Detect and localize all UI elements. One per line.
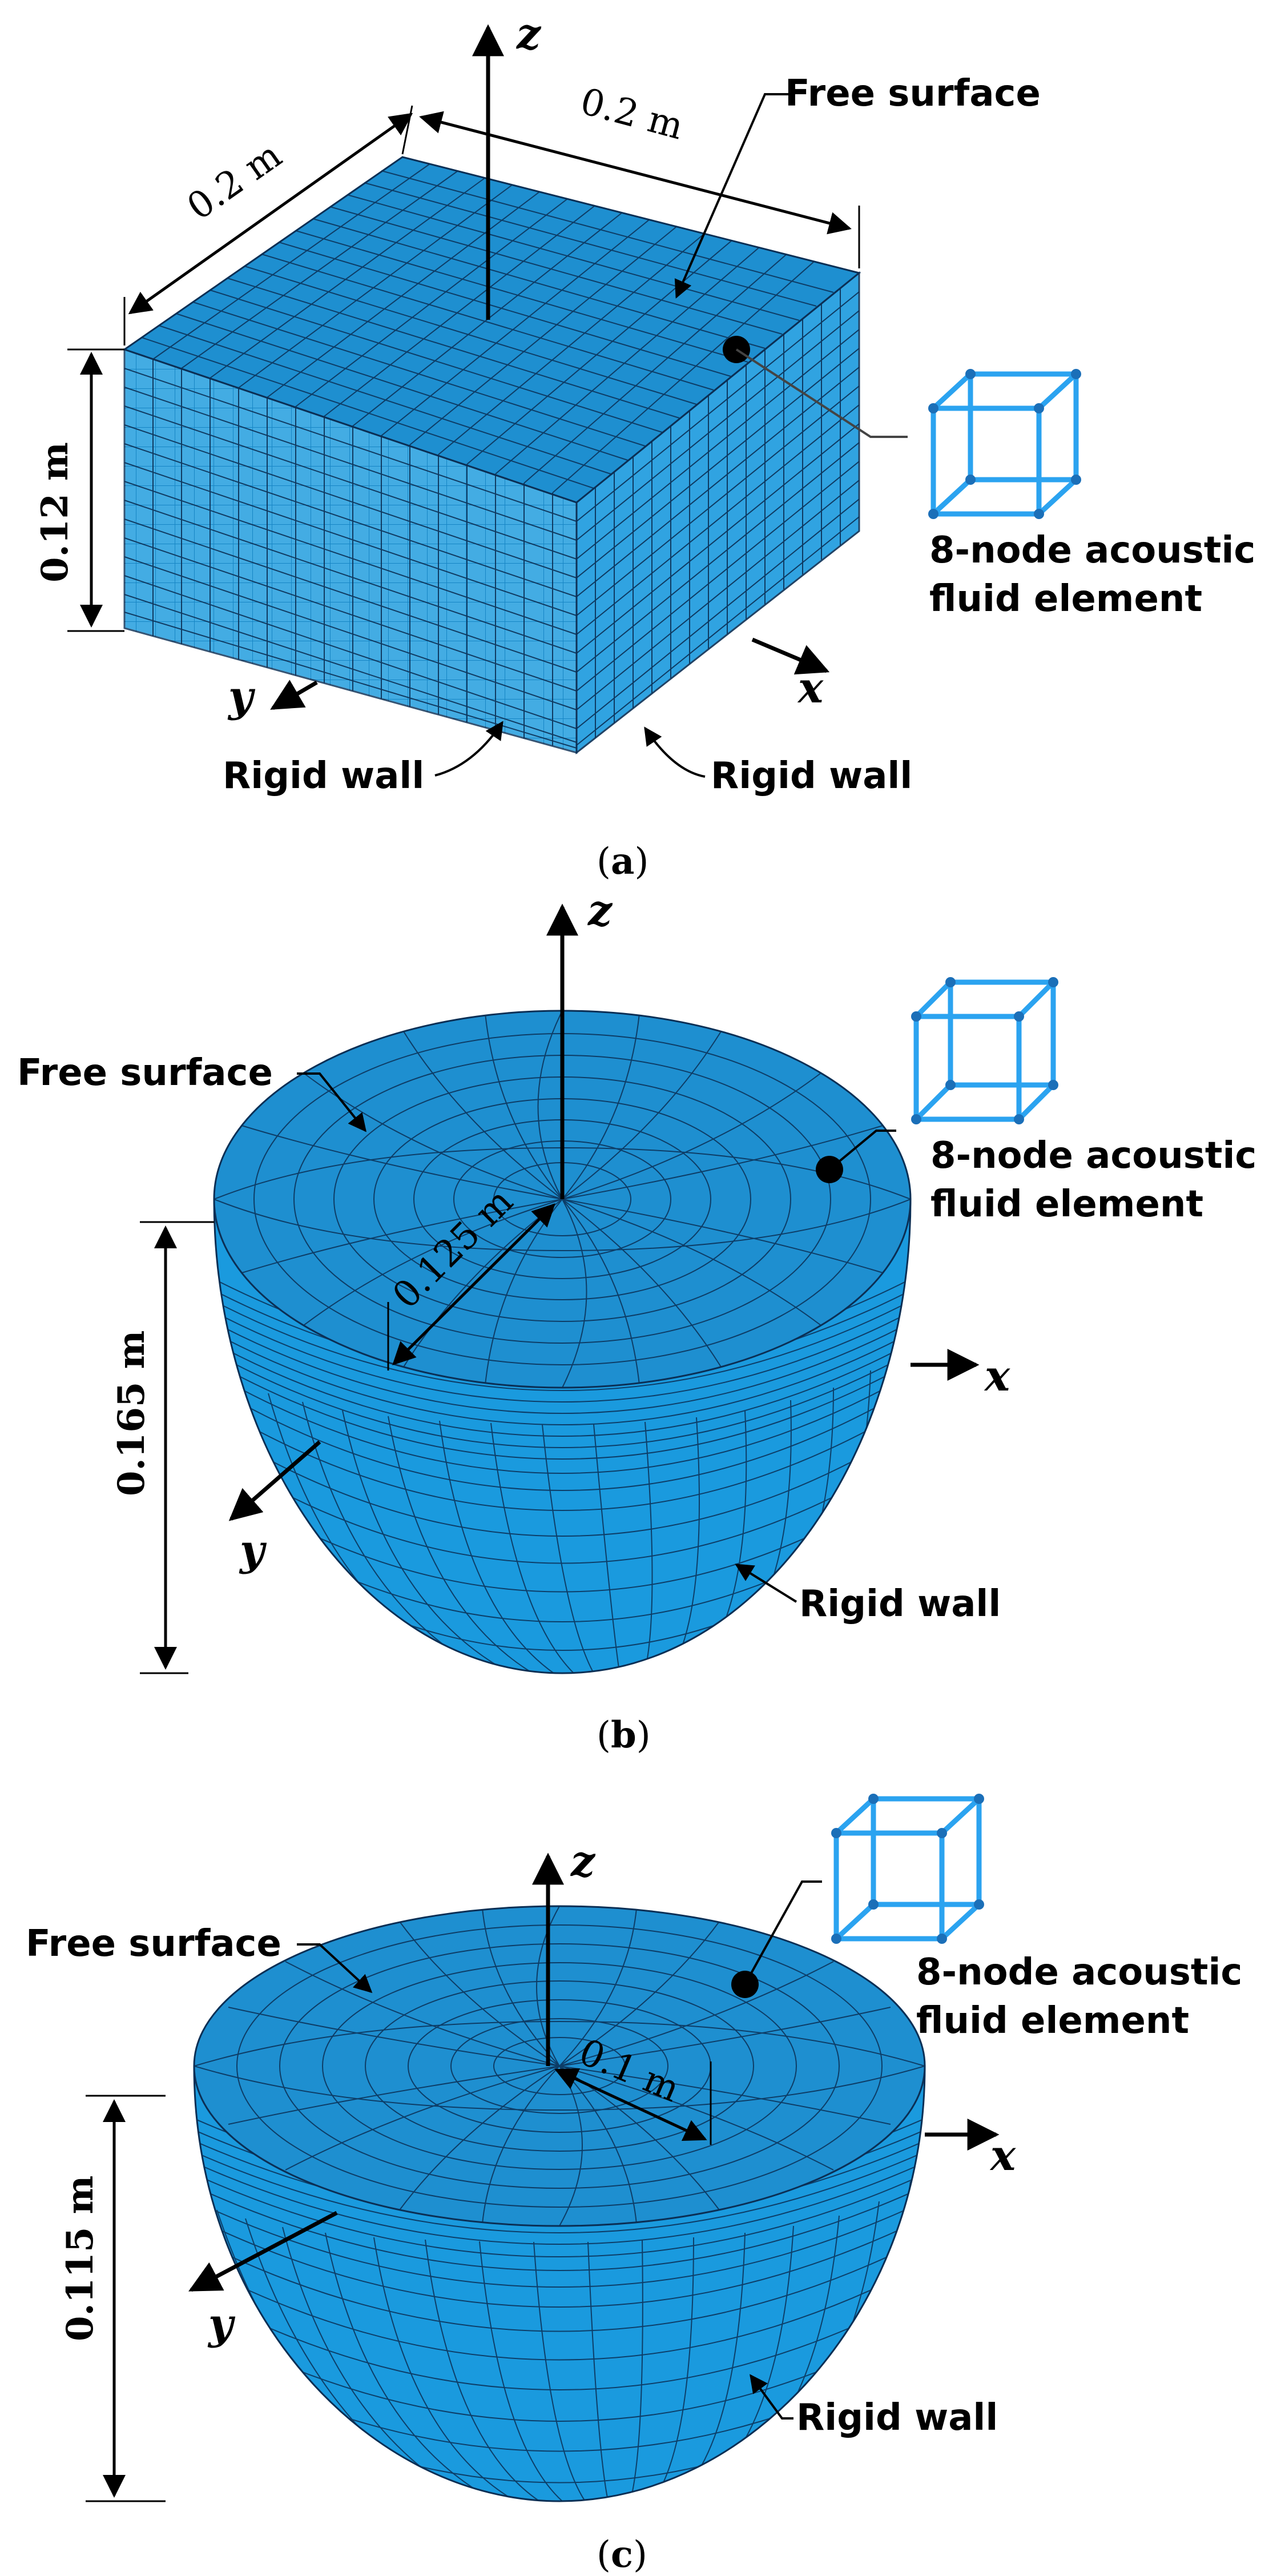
free-surface-leader (674, 93, 791, 299)
dim-arrow-radius (392, 1203, 555, 1365)
y-axis-label: y (227, 672, 256, 721)
element-cube-icon (911, 977, 1058, 1124)
x-axis-label: x (989, 2131, 1016, 2180)
panel-c: z x y 0.1 m 0.115 m Free surface 8-node … (0, 1753, 1277, 2576)
rigid-wall-leader-1 (434, 721, 503, 777)
y-axis-arrow (188, 2211, 338, 2292)
free-surface-leader (297, 1072, 366, 1132)
element-label-line1: 8-node acoustic (929, 529, 1255, 572)
rigid-wall-leader (735, 1564, 797, 1603)
panel-b: z x y 0.125 m 0.165 m Free surface 8-nod… (0, 879, 1277, 1753)
free-surface-label: Free surface (26, 1923, 281, 1965)
panel-b-figure: z x y 0.125 m 0.165 m Free surface 8-nod… (17, 886, 1256, 1753)
dim-label-y: 0.2 m (180, 134, 289, 228)
dim-arrow-radius (554, 2068, 707, 2141)
y-axis-label: y (207, 2300, 236, 2349)
box-mesh (122, 156, 861, 755)
dim-arrow-y (128, 112, 413, 315)
caption-b: (b) (597, 1714, 651, 1753)
panel-a-figure: z x y 0.2 m 0.2 m 0.12 m Free surface 8-… (34, 10, 1255, 879)
element-label-line1: 8-node acoustic (930, 1135, 1256, 1177)
element-cube-icon (831, 1794, 984, 1944)
rigid-wall-leader-2 (644, 726, 706, 778)
z-axis-label: z (587, 886, 613, 935)
element-leader (828, 1130, 896, 1171)
y-axis-label: y (239, 1526, 267, 1575)
element-label-line2: fluid element (930, 1183, 1203, 1225)
rigid-wall-label: Rigid wall (796, 2397, 998, 2439)
z-axis-label: z (515, 10, 542, 59)
sphere-mesh (193, 1905, 926, 2502)
rigid-wall-label: Rigid wall (799, 1583, 1001, 1625)
dim-label-height: 0.115 m (59, 2176, 102, 2341)
rigid-wall-label-2: Rigid wall (711, 755, 912, 797)
element-label-line2: fluid element (929, 578, 1202, 620)
rigid-wall-label-1: Rigid wall (223, 755, 424, 797)
rigid-wall-leader (750, 2374, 793, 2420)
dim-arrow-x (419, 111, 852, 235)
dim-label-x: 0.2 m (576, 81, 688, 148)
y-axis-arrow (270, 680, 318, 710)
free-surface-leader (297, 1943, 373, 1994)
x-axis-label: x (797, 664, 824, 713)
free-surface-label: Free surface (785, 73, 1041, 115)
element-label-line1: 8-node acoustic (916, 1951, 1242, 1994)
dim-label-height: 0.165 m (110, 1331, 153, 1496)
z-axis-label: z (570, 1837, 596, 1886)
free-surface-label: Free surface (17, 1052, 273, 1094)
panel-c-figure: z x y 0.1 m 0.115 m Free surface 8-node … (26, 1794, 1242, 2576)
element-leader (744, 1880, 822, 1985)
x-axis-arrow (751, 637, 830, 675)
element-cube-icon (928, 369, 1081, 519)
element-leader (735, 348, 908, 438)
x-axis-label: x (984, 1352, 1010, 1401)
y-axis-arrow (228, 1440, 321, 1521)
dim-label-height: 0.12 m (34, 442, 76, 582)
panel-a: z x y 0.2 m 0.2 m 0.12 m Free surface 8-… (0, 0, 1277, 879)
element-label-line2: fluid element (916, 2000, 1189, 2042)
caption-c: (c) (597, 2533, 647, 2576)
caption-a: (a) (597, 840, 648, 879)
